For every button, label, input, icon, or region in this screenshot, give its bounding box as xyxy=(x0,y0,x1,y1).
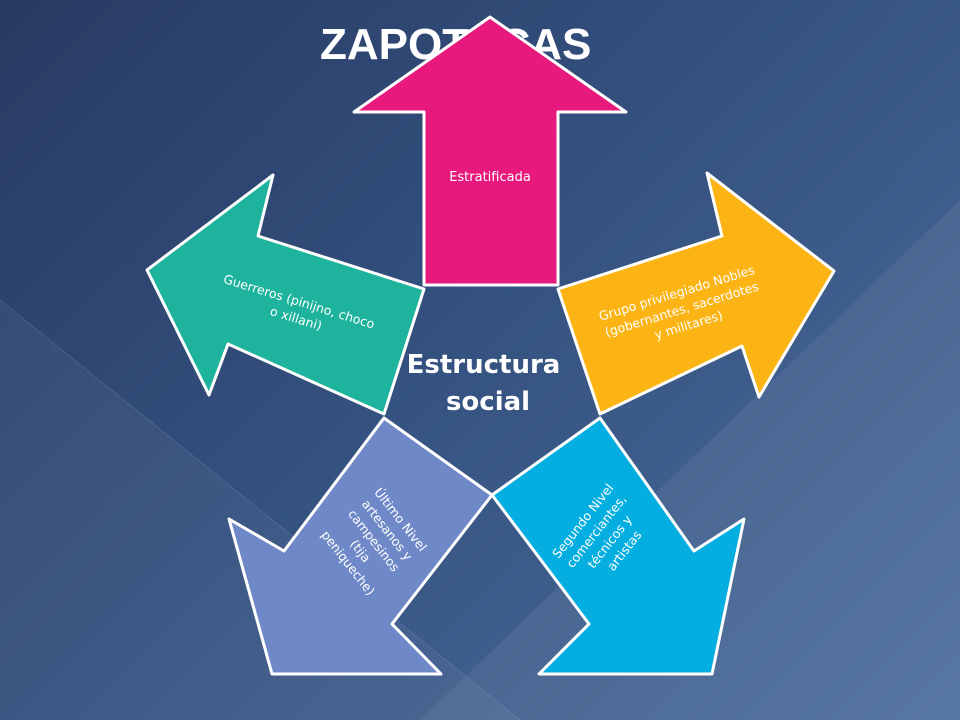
arrow-top-estratificada: Estratificada xyxy=(352,15,628,287)
center-label-line2: social xyxy=(446,387,530,417)
arrow-bottom-left-ultimo-nivel: Último Nivel artesanos y campesinos (tij… xyxy=(227,416,494,676)
arrow-right-nobles: Grupo privilegiado Nobles (gobernantes, … xyxy=(556,171,836,416)
arrow-right-shape xyxy=(556,171,836,416)
arrow-bottom-left-shape xyxy=(227,416,494,676)
arrow-bottom-right-shape xyxy=(490,416,746,676)
arrow-left-guerreros: Guerreros (pinijno, choco o xillani) xyxy=(145,173,426,416)
arrow-top-shape xyxy=(352,15,628,287)
arrow-left-shape xyxy=(145,173,426,416)
arrow-top-label-line: Estratificada xyxy=(449,170,531,185)
center-label: Estructura social xyxy=(407,350,570,417)
arrow-top-label: Estratificada xyxy=(449,170,531,185)
center-label-line1: Estructura xyxy=(407,350,561,380)
arrow-bottom-right-segundo-nivel: Segundo Nivel comerciantes, técnicos y a… xyxy=(490,416,746,676)
